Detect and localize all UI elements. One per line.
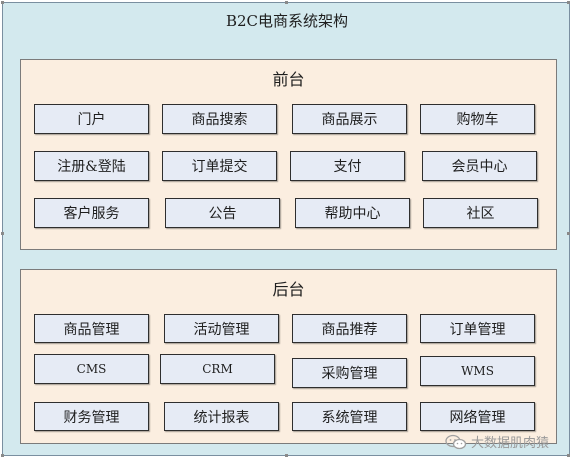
module-box: 统计报表: [164, 402, 279, 431]
module-box: 商品管理: [34, 314, 149, 343]
module-box: 网络管理: [420, 402, 535, 431]
watermark: 大数据肌肉猿: [445, 432, 549, 451]
module-box: 帮助中心: [295, 198, 410, 228]
diagram-title: B2C电商系统架构: [225, 12, 349, 30]
wechat-icon: [445, 434, 467, 449]
resize-handle[interactable]: [285, 454, 288, 457]
backend-panel-title: 后台: [272, 280, 305, 299]
module-box: CRM: [160, 354, 275, 384]
resize-handle[interactable]: [567, 1, 570, 4]
resize-handle[interactable]: [1, 454, 4, 457]
architecture-container: B2C电商系统架构 前台 门户 商品搜索 商品展示 购物车 注册&登陆 订单提交…: [2, 2, 570, 456]
module-box: 社区: [423, 198, 538, 228]
backend-panel: 后台 商品管理 活动管理 商品推荐 订单管理 CMS CRM 采购管理 WMS …: [20, 269, 557, 444]
module-box: 商品展示: [292, 104, 407, 134]
module-box: 系统管理: [292, 402, 407, 431]
frontend-panel: 前台 门户 商品搜索 商品展示 购物车 注册&登陆 订单提交 支付 会员中心 客…: [20, 59, 557, 250]
resize-handle[interactable]: [285, 1, 288, 4]
module-box: 采购管理: [292, 358, 407, 388]
module-box: 注册&登陆: [34, 151, 149, 181]
module-box: CMS: [34, 354, 149, 384]
module-box: 订单提交: [162, 151, 277, 181]
module-box: 客户服务: [34, 198, 149, 228]
module-box: 订单管理: [420, 314, 535, 343]
frontend-panel-title: 前台: [272, 70, 305, 89]
module-box: 支付: [290, 151, 405, 181]
module-box: 公告: [165, 198, 280, 228]
module-box: 商品推荐: [292, 314, 407, 343]
watermark-text: 大数据肌肉猿: [471, 436, 550, 451]
module-box: 门户: [34, 104, 149, 134]
module-box: 购物车: [420, 104, 535, 134]
module-box: 会员中心: [422, 151, 537, 181]
resize-handle[interactable]: [1, 1, 4, 4]
module-box: 商品搜索: [162, 104, 277, 134]
resize-handle[interactable]: [1, 232, 4, 235]
resize-handle[interactable]: [567, 232, 570, 235]
resize-handle[interactable]: [567, 454, 570, 457]
module-box: 活动管理: [164, 314, 279, 343]
module-box: 财务管理: [34, 402, 149, 431]
module-box: WMS: [420, 356, 535, 386]
